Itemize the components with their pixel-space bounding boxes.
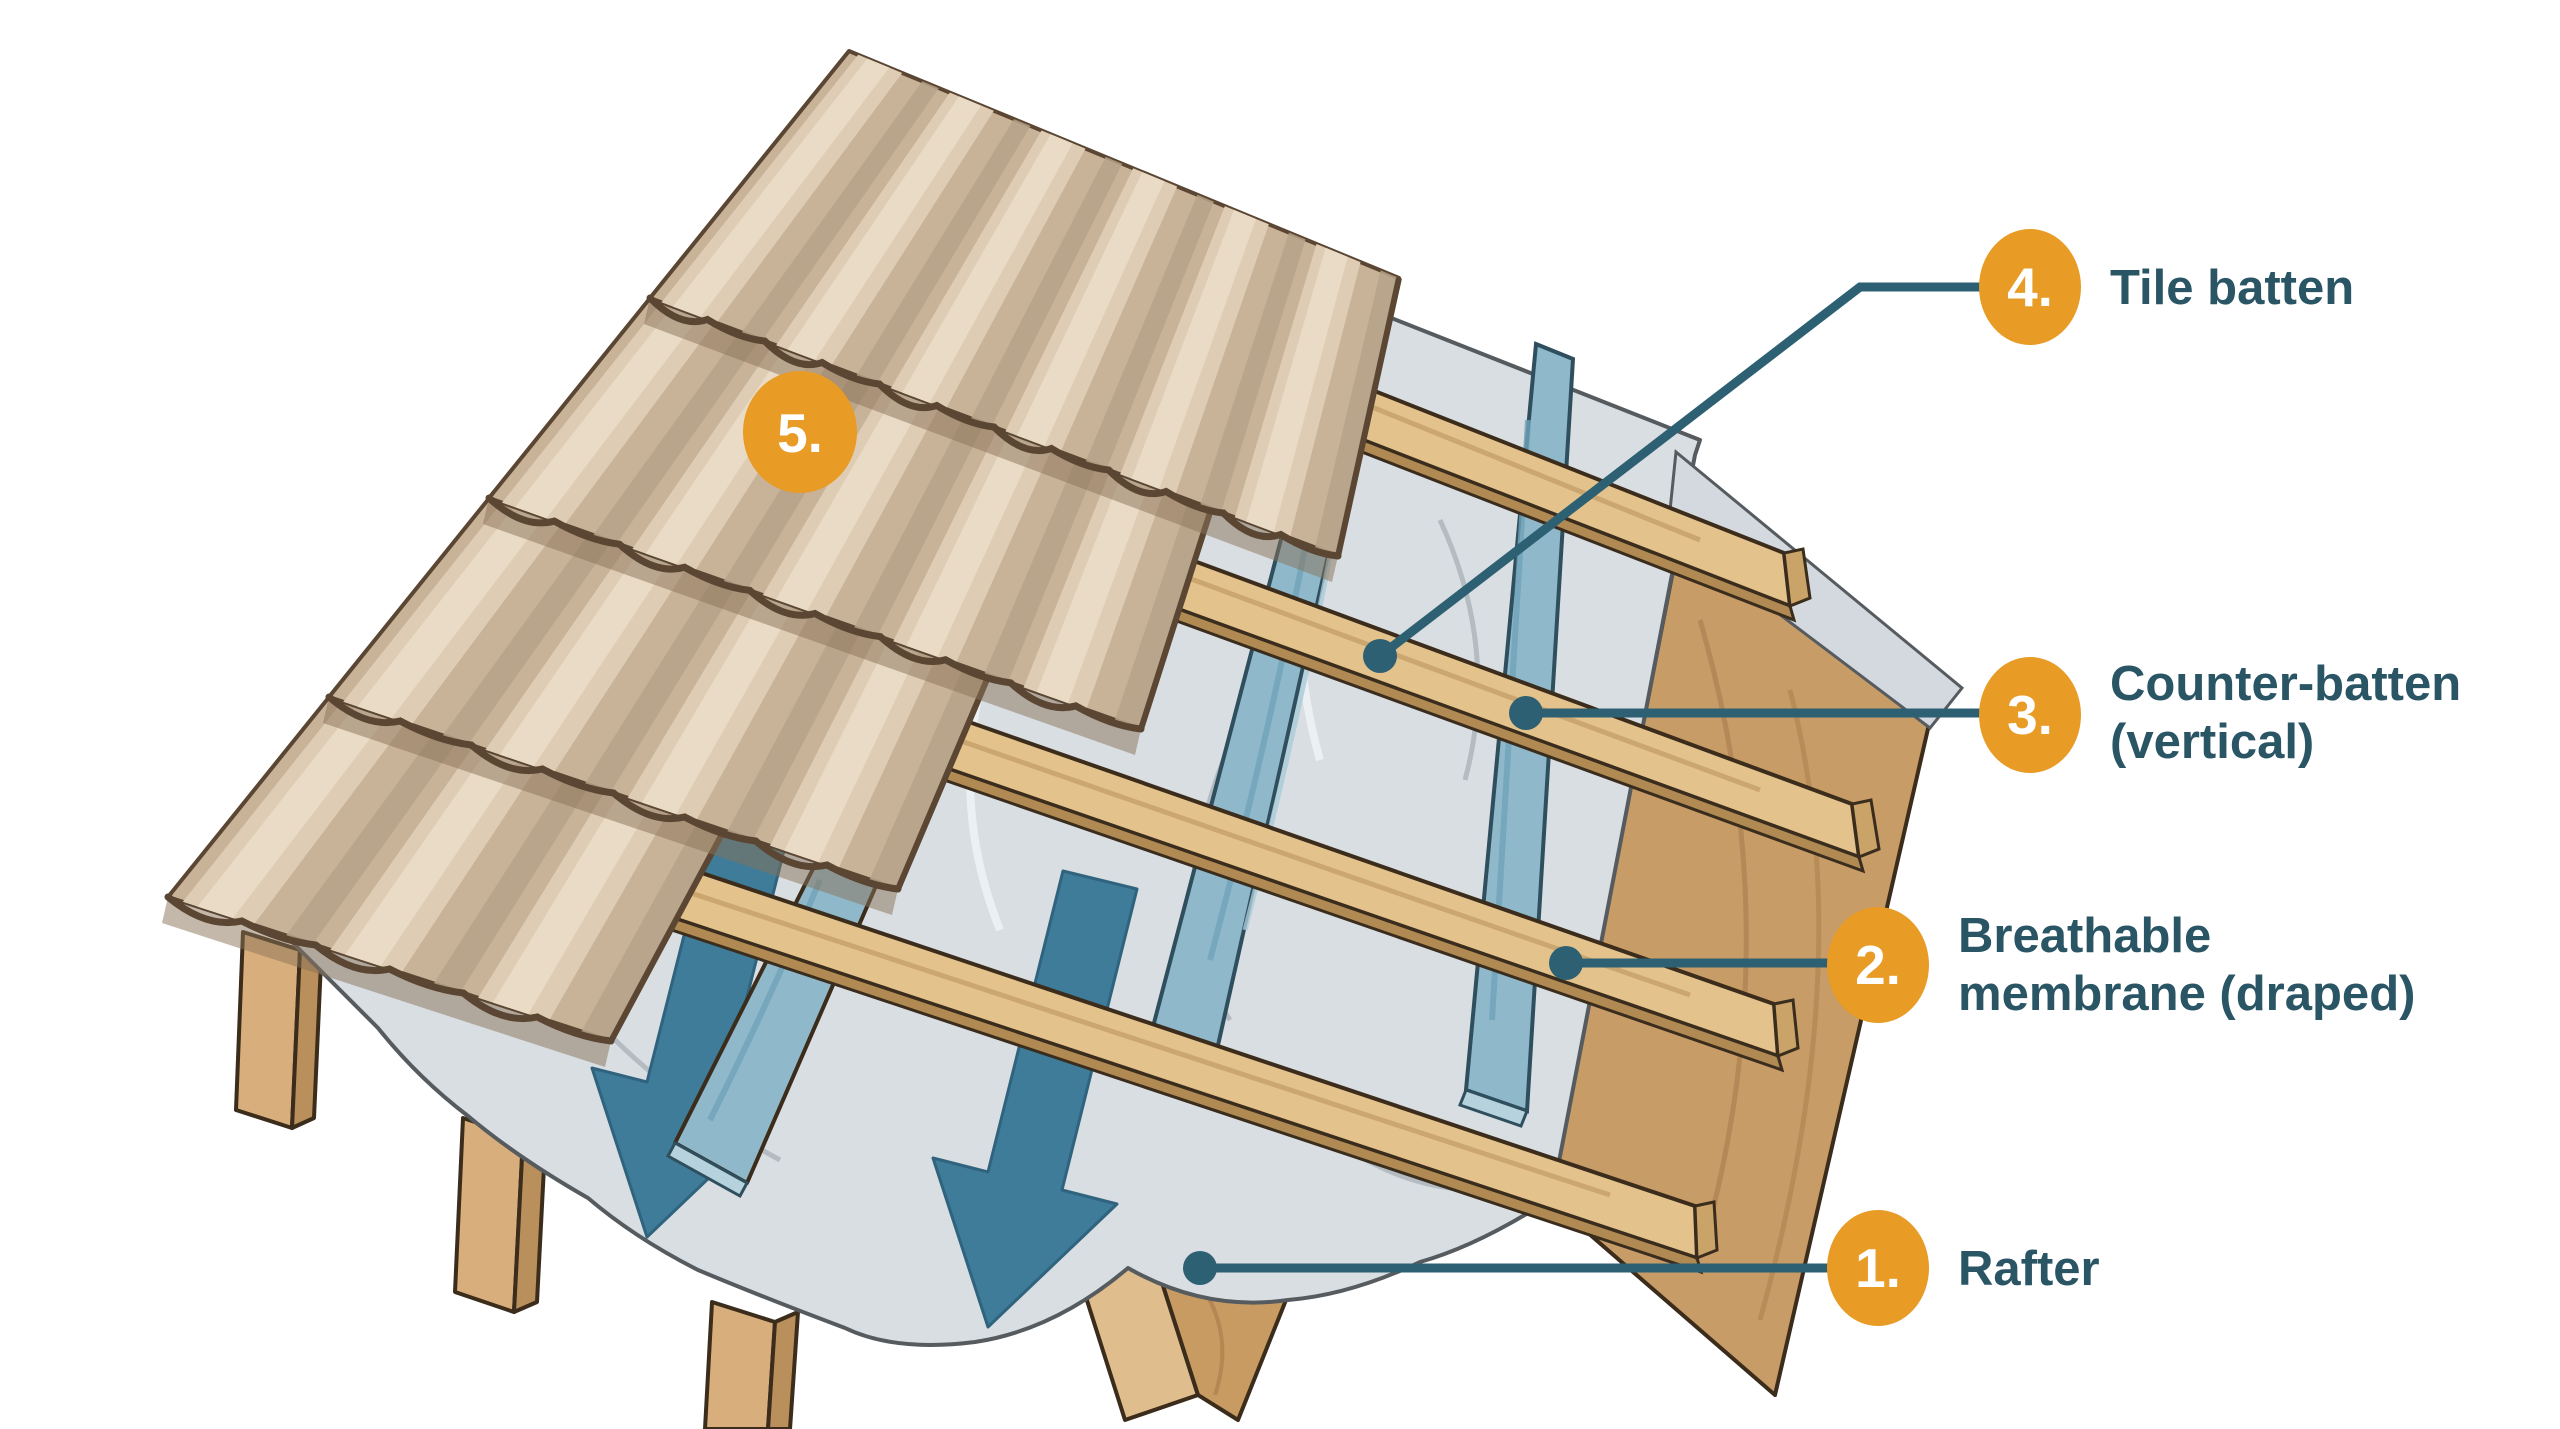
rafter-stub-3: [703, 1300, 800, 1429]
badge-5-number: 5.: [777, 402, 823, 464]
leader-lines: [1183, 282, 1987, 1285]
rafter-stub-2: [453, 1116, 548, 1314]
leader-dot-3: [1509, 696, 1543, 730]
callout-badge-5: 5.: [743, 371, 857, 493]
leader-dot-1: [1183, 1251, 1217, 1285]
label-rafter: Rafter: [1958, 1242, 2100, 1296]
membrane-flap: [1666, 449, 1965, 731]
badge-3-number: 3.: [2007, 684, 2053, 746]
leader-line-4: [1375, 282, 1987, 661]
callout-badges: 5. 4. 3. 2. 1.: [743, 229, 2081, 1326]
tile-course-1: [644, 49, 1402, 582]
tile-courses: [162, 49, 1402, 1067]
callout-labels: Tile batten Counter-batten (vertical) Br…: [1958, 261, 2475, 1296]
badge-1-number: 1.: [1855, 1237, 1901, 1299]
callout-badge-1: 1.: [1827, 1210, 1929, 1326]
callout-badge-3: 3.: [1979, 657, 2081, 773]
callout-badge-2: 2.: [1827, 907, 1929, 1023]
badge-4-number: 4.: [2007, 256, 2053, 318]
callout-badge-4: 4.: [1979, 229, 2081, 345]
label-counter-batten: Counter-batten (vertical): [2110, 657, 2475, 769]
label-tile-batten: Tile batten: [2110, 261, 2354, 315]
badge-2-number: 2.: [1855, 934, 1901, 996]
leader-dot-2: [1549, 946, 1583, 980]
label-breathable-membrane: Breathable membrane (draped): [1958, 909, 2415, 1021]
leader-dot-4: [1363, 639, 1397, 673]
water-arrow-right: [931, 869, 1139, 1329]
